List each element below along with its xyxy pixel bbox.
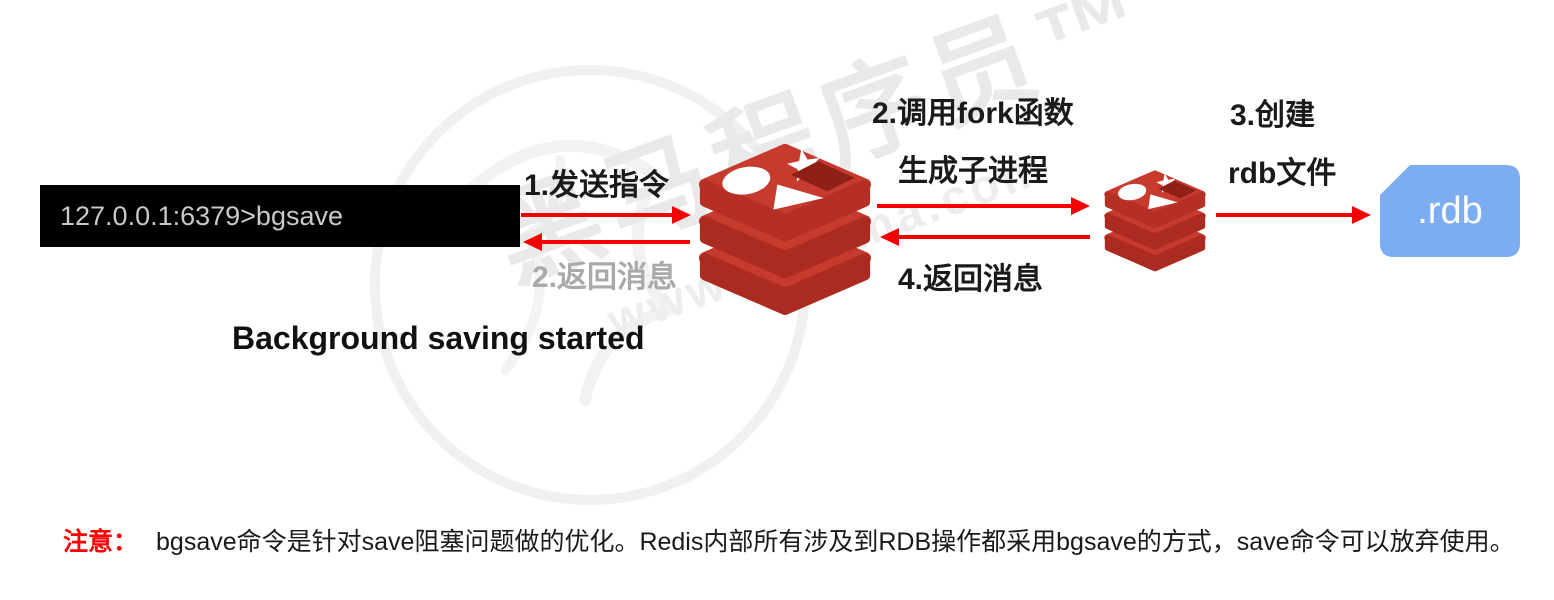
arrow-return-message-child	[880, 228, 1090, 246]
step1-send-command-label: 1.发送指令	[524, 169, 670, 202]
step3-create-label-line2: rdb文件	[1228, 157, 1337, 190]
step2-fork-label-line1: 2.调用fork函数	[872, 97, 1074, 130]
rdb-file-label: .rdb	[1417, 190, 1483, 232]
step2-fork-label-line2: 生成子进程	[898, 155, 1048, 188]
step4-return-message-label: 4.返回消息	[898, 263, 1044, 296]
rdb-file-icon	[1380, 165, 1520, 257]
arrow-fork-child	[877, 197, 1090, 215]
arrow-create-rdb	[1216, 206, 1371, 224]
redis-child-stack-icon	[1098, 168, 1212, 272]
terminal-window: 127.0.0.1:6379>bgsave	[40, 185, 520, 247]
note-line: 注意： bgsave命令是针对save阻塞问题做的优化。Redis内部所有涉及到…	[63, 522, 1515, 558]
terminal-result-text: Background saving started	[232, 320, 645, 356]
arrow-return-message-client	[523, 233, 690, 251]
note-body: bgsave命令是针对save阻塞问题做的优化。Redis内部所有涉及到RDB操…	[156, 528, 1515, 556]
note-prefix: 注意：	[63, 528, 139, 556]
arrow-send-command	[521, 206, 691, 224]
step3-create-label-line1: 3.创建	[1230, 99, 1316, 132]
step2-return-message-label: 2.返回消息	[532, 261, 678, 294]
terminal-command-text: 127.0.0.1:6379>bgsave	[60, 201, 343, 231]
redis-stack-icon	[688, 140, 882, 316]
